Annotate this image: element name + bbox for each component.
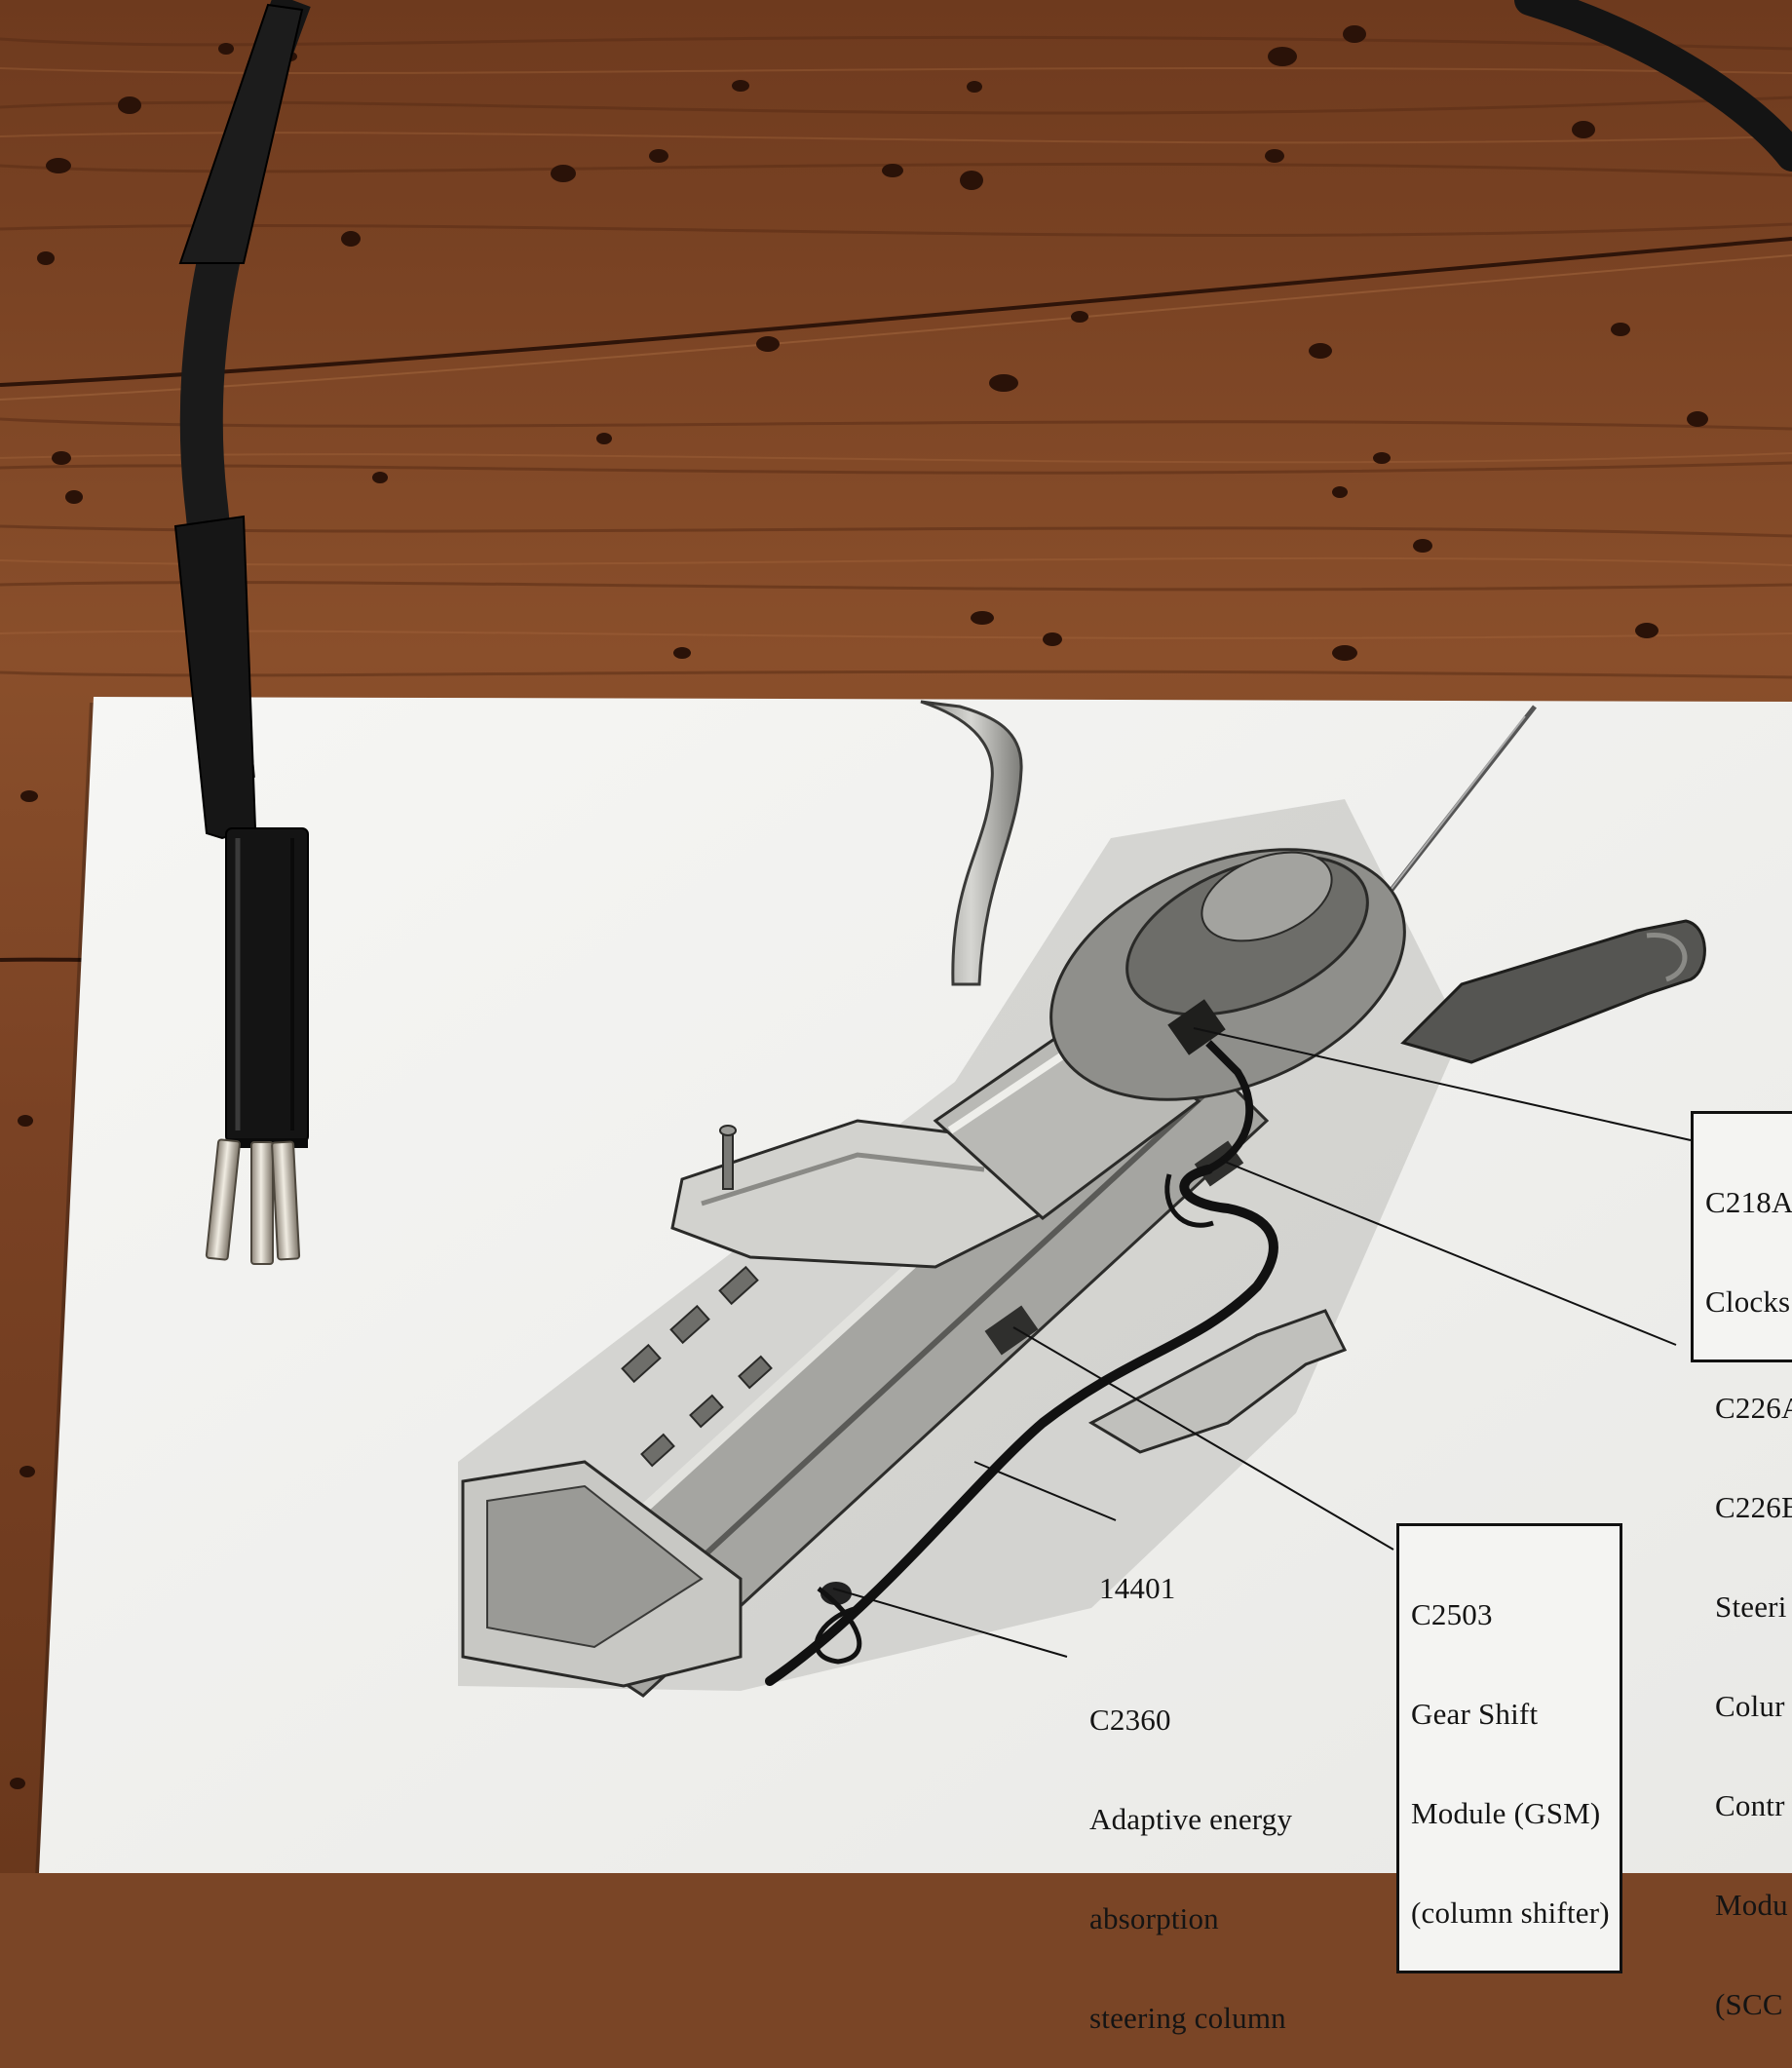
callout-c226-line3: Steeri [1715, 1589, 1787, 1624]
callout-c226-steering-column-control-module: C226A C226B Steeri Colur Contr Modu (SCC [1715, 1325, 1792, 2054]
callout-leader-lines [832, 1027, 1692, 1658]
wire-harness-cable [173, 0, 1792, 1265]
callout-c2503-line1: C2503 [1411, 1597, 1493, 1631]
callout-c2360-line3: absorption [1089, 1901, 1219, 1935]
callout-14401-wiring-harness: 14401 [1099, 1506, 1176, 1638]
callout-14401-line1: 14401 [1099, 1571, 1176, 1605]
callout-c2360-line1: C2360 [1089, 1703, 1171, 1737]
callout-c2503-line4: (column shifter) [1411, 1896, 1610, 1930]
photo-scene [0, 0, 1792, 1873]
callout-c2503-line2: Gear Shift [1411, 1697, 1539, 1731]
callout-c218-clockspring: C218A Clocks [1691, 1111, 1792, 1362]
callout-c218-line1: C218A [1705, 1185, 1792, 1219]
callout-c2360-adaptive-steering-column: C2360 Adaptive energy absorption steerin… [1089, 1637, 1292, 2068]
callout-c226-line4: Colur [1715, 1689, 1785, 1723]
callout-c226-line1: C226A [1715, 1391, 1792, 1425]
steering-column-illustration [458, 700, 1706, 1698]
callout-c2360-line4: steering column [1089, 2001, 1286, 2035]
callout-c226-line7: (SCC [1715, 1987, 1783, 2021]
callout-c226-line5: Contr [1715, 1788, 1785, 1822]
callout-c2503-gear-shift-module: C2503 Gear Shift Module (GSM) (column sh… [1396, 1523, 1622, 1973]
callout-c226-line6: Modu [1715, 1888, 1788, 1922]
callout-c218-line2: Clocks [1705, 1284, 1791, 1319]
callout-c226-line2: C226B [1715, 1490, 1792, 1524]
callout-c2360-line2: Adaptive energy [1089, 1802, 1293, 1836]
callout-c2503-line3: Module (GSM) [1411, 1796, 1601, 1830]
